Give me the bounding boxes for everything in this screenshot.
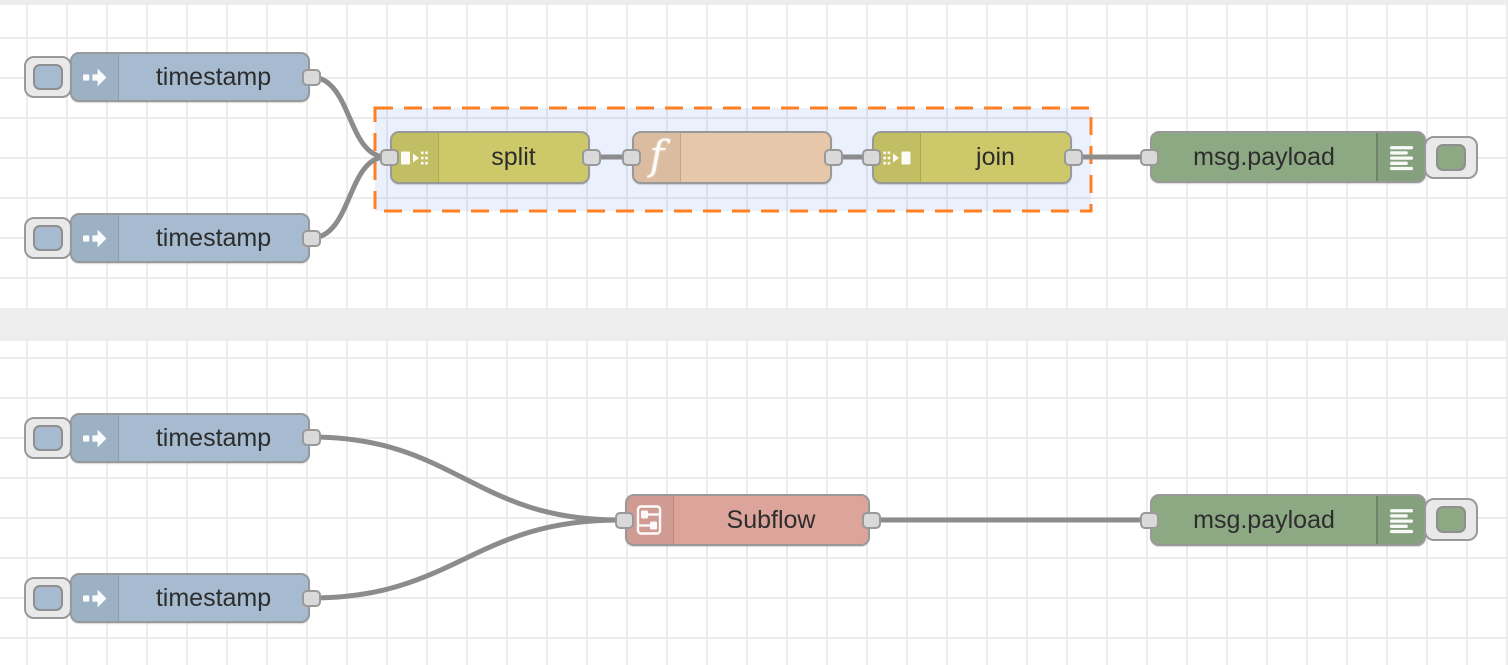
split-icon — [392, 133, 439, 182]
node-debug-msg-payload[interactable]: msg.payload — [1150, 494, 1426, 546]
node-split[interactable]: split — [390, 131, 590, 184]
output-port-split[interactable] — [582, 149, 601, 166]
inject-button-inner — [33, 585, 63, 611]
node-debug-msg-payload[interactable]: msg.payload — [1150, 131, 1426, 183]
debug-list-icon — [1376, 496, 1424, 544]
debug-list-icon — [1376, 133, 1424, 181]
debug-toggle-button[interactable] — [1424, 136, 1478, 179]
function-f-icon: f — [634, 133, 681, 182]
node-label — [681, 133, 830, 182]
input-port-subflow[interactable] — [615, 512, 634, 529]
output-port-join[interactable] — [1064, 149, 1083, 166]
inject-button[interactable] — [24, 417, 72, 459]
node-inject-timestamp[interactable]: timestamp — [70, 413, 310, 463]
wire-inject1-split[interactable] — [308, 74, 389, 160]
node-inject-timestamp[interactable]: timestamp — [70, 52, 310, 102]
debug-button-inner — [1436, 506, 1466, 533]
inject-button[interactable] — [24, 56, 72, 98]
output-port-subflow[interactable] — [862, 512, 881, 529]
top-divider-band — [0, 0, 1508, 5]
node-label: timestamp — [155, 583, 272, 612]
input-port-split[interactable] — [380, 149, 399, 166]
output-port-inject4[interactable] — [302, 590, 321, 607]
inject-arrow-icon — [72, 415, 119, 461]
inject-button-inner — [33, 64, 63, 90]
node-label: Subflow — [726, 505, 816, 534]
subflow-icon — [627, 496, 674, 544]
inject-arrow-icon — [72, 54, 119, 100]
node-label: timestamp — [155, 223, 272, 252]
inject-button-inner — [33, 425, 63, 451]
node-label: msg.payload — [1193, 142, 1335, 171]
node-inject-timestamp[interactable]: timestamp — [70, 573, 310, 623]
output-port-inject1[interactable] — [302, 69, 321, 86]
wire-inject3-subflow[interactable] — [308, 434, 622, 523]
inject-button[interactable] — [24, 217, 72, 259]
node-label: timestamp — [155, 423, 272, 452]
wire-inject2-split[interactable] — [308, 154, 389, 241]
wire-inject4-subflow[interactable] — [308, 517, 622, 601]
input-port-debug-bottom[interactable] — [1140, 512, 1159, 529]
output-port-inject2[interactable] — [302, 230, 321, 247]
inject-arrow-icon — [72, 575, 119, 621]
join-icon — [874, 133, 921, 182]
debug-button-inner — [1436, 144, 1466, 171]
inject-button-inner — [33, 225, 63, 251]
input-port-join[interactable] — [862, 149, 881, 166]
input-port-debug-top[interactable] — [1140, 149, 1159, 166]
inject-arrow-icon — [72, 215, 119, 261]
node-label: split — [491, 143, 536, 171]
node-label: join — [976, 143, 1015, 171]
input-port-function[interactable] — [622, 149, 641, 166]
node-function[interactable]: f — [632, 131, 832, 184]
node-join[interactable]: join — [872, 131, 1072, 184]
debug-toggle-button[interactable] — [1424, 498, 1478, 541]
node-label: msg.payload — [1193, 505, 1335, 534]
inject-button[interactable] — [24, 577, 72, 619]
node-inject-timestamp[interactable]: timestamp — [70, 213, 310, 263]
output-port-inject3[interactable] — [302, 429, 321, 446]
output-port-function[interactable] — [824, 149, 843, 166]
node-subflow[interactable]: Subflow — [625, 494, 870, 546]
flow-divider-band — [0, 308, 1508, 341]
node-label: timestamp — [155, 62, 272, 91]
